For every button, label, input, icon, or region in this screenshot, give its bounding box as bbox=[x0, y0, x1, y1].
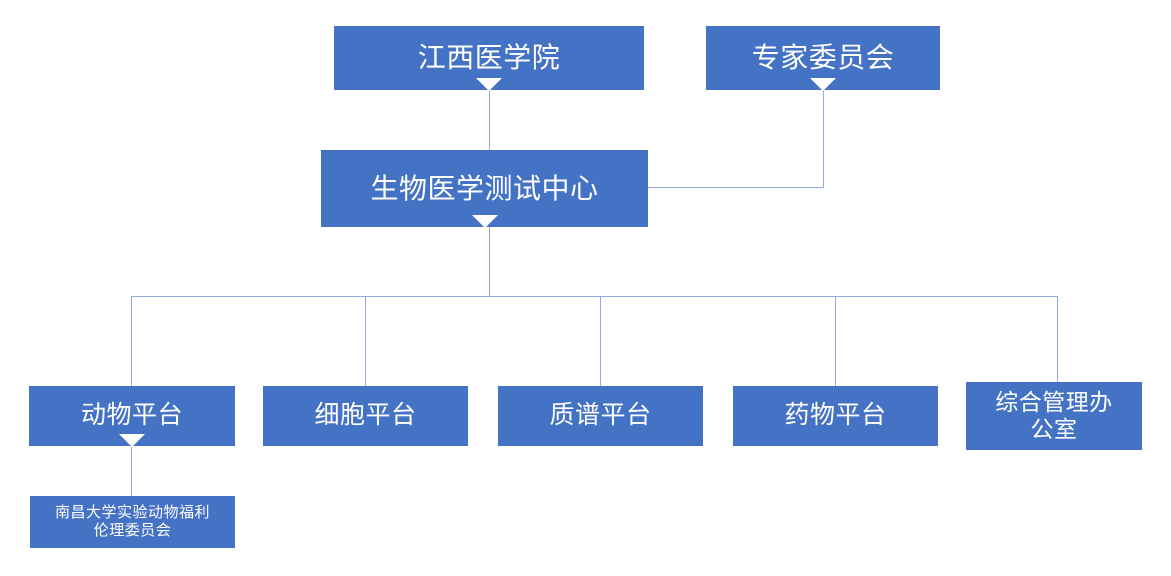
node-drug-platform-label: 药物平台 bbox=[784, 401, 887, 430]
node-mass-spec-platform[interactable]: 质谱平台 bbox=[498, 386, 703, 446]
connector-bus-to-animal-platform bbox=[131, 296, 132, 386]
node-cell-platform-label: 细胞平台 bbox=[314, 401, 417, 430]
node-mass-spec-platform-label: 质谱平台 bbox=[549, 401, 652, 430]
connector-bus bbox=[131, 296, 1058, 297]
connector-expert-elbow bbox=[648, 187, 824, 188]
arrow-notch-icon bbox=[119, 434, 145, 447]
node-expert-committee[interactable]: 专家委员会 bbox=[706, 26, 940, 91]
node-expert-committee-label: 专家委员会 bbox=[751, 42, 895, 74]
connector-college-to-center bbox=[489, 90, 490, 150]
node-ethics-committee-label: 南昌大学实验动物福利 伦理委员会 bbox=[54, 504, 210, 539]
node-drug-platform[interactable]: 药物平台 bbox=[733, 386, 938, 446]
connector-expert-drop bbox=[823, 90, 824, 187]
node-admin-office-label: 综合管理办 公室 bbox=[995, 388, 1113, 442]
node-ethics-committee[interactable]: 南昌大学实验动物福利 伦理委员会 bbox=[30, 496, 235, 548]
node-animal-platform-label: 动物平台 bbox=[80, 401, 183, 430]
node-college-label: 江西医学院 bbox=[417, 42, 561, 74]
connector-bus-to-mass-spec-platform bbox=[600, 296, 601, 386]
connector-bus-to-cell-platform bbox=[365, 296, 366, 386]
node-center-label: 生物医学测试中心 bbox=[370, 172, 599, 204]
arrow-notch-icon bbox=[810, 78, 836, 91]
connector-bus-to-drug-platform bbox=[835, 296, 836, 386]
node-animal-platform[interactable]: 动物平台 bbox=[29, 386, 235, 447]
node-college[interactable]: 江西医学院 bbox=[334, 26, 644, 91]
connector-animal-platform-to-ethics-committee bbox=[131, 446, 132, 496]
arrow-notch-icon bbox=[471, 215, 498, 228]
node-center[interactable]: 生物医学测试中心 bbox=[321, 150, 648, 228]
node-cell-platform[interactable]: 细胞平台 bbox=[263, 386, 468, 446]
arrow-notch-icon bbox=[476, 78, 502, 91]
connector-center-to-bus bbox=[489, 227, 490, 296]
connector-bus-to-admin-office bbox=[1057, 296, 1058, 382]
node-admin-office[interactable]: 综合管理办 公室 bbox=[966, 382, 1142, 450]
